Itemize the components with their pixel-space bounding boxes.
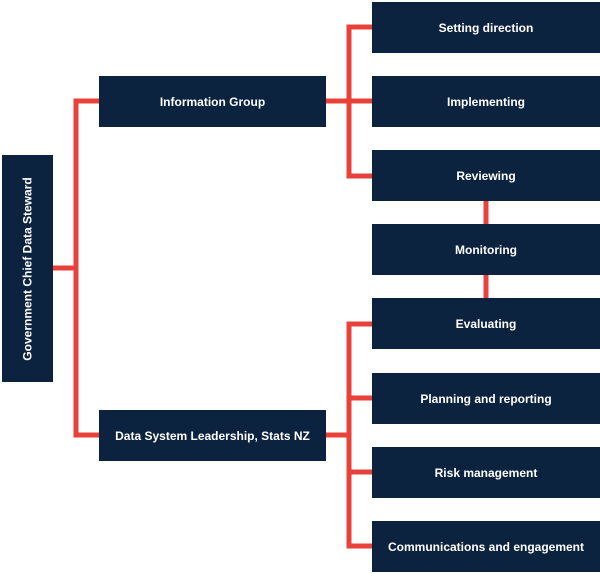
function-node-label: Planning and reporting bbox=[420, 391, 552, 406]
group-node-data-system-leadership: Data System Leadership, Stats NZ bbox=[99, 410, 326, 461]
function-node-label: Risk management bbox=[434, 465, 538, 480]
root-node-label: Government Chief Data Steward bbox=[20, 176, 35, 361]
function-node-communications-and-engagement: Communications and engagement bbox=[372, 521, 600, 572]
function-node-implementing: Implementing bbox=[372, 76, 600, 127]
function-node-label: Communications and engagement bbox=[387, 539, 585, 554]
function-node-monitoring: Monitoring bbox=[372, 224, 600, 275]
group-node-label: Information Group bbox=[159, 94, 266, 109]
function-node-label: Monitoring bbox=[455, 242, 517, 257]
function-node-label: Reviewing bbox=[456, 168, 516, 183]
function-node-setting-direction: Setting direction bbox=[372, 2, 600, 53]
function-node-label: Implementing bbox=[446, 94, 525, 109]
root-node-government-chief-data-steward: Government Chief Data Steward bbox=[2, 155, 53, 382]
function-node-evaluating: Evaluating bbox=[372, 298, 600, 349]
function-node-planning-and-reporting: Planning and reporting bbox=[372, 373, 600, 424]
function-node-label: Setting direction bbox=[438, 20, 534, 35]
group-node-label: Data System Leadership, Stats NZ bbox=[115, 428, 310, 443]
group-node-information-group: Information Group bbox=[99, 76, 326, 127]
function-node-label: Evaluating bbox=[455, 316, 517, 331]
function-node-reviewing: Reviewing bbox=[372, 150, 600, 201]
function-node-risk-management: Risk management bbox=[372, 447, 600, 498]
